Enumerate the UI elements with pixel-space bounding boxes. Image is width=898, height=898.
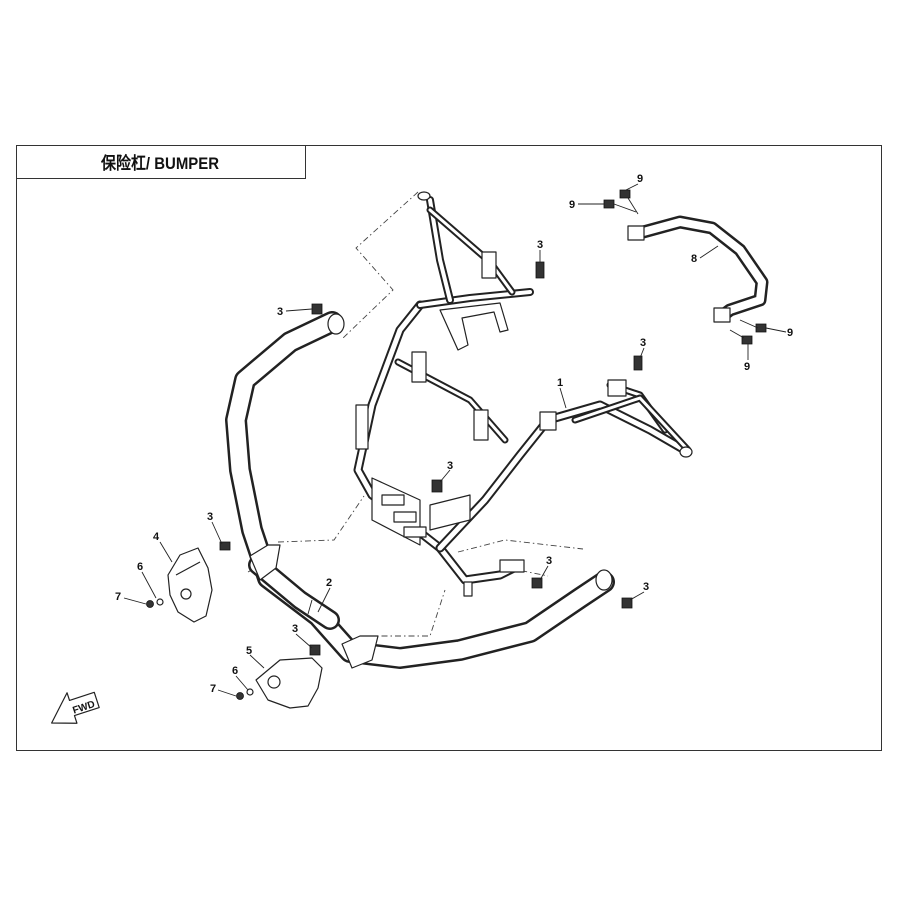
fwd-arrow-icon: FWD [51,691,100,724]
callout-9d: 9 [744,361,750,373]
callout-9c: 9 [787,327,793,339]
leader-lines [123,183,787,697]
callout-7b: 7 [210,683,216,695]
callout-3c: 3 [640,337,646,349]
callout-3e: 3 [207,511,213,523]
title-box: 保险杠/ BUMPER [16,145,306,179]
callout-3b: 3 [537,239,543,251]
part-4-side-guard [167,547,213,623]
part-1-frame-bumper [353,191,693,597]
callout-9b: 9 [637,173,643,185]
callout-5: 5 [246,645,252,657]
callout-2: 2 [326,577,332,589]
callout-6a: 6 [137,561,143,573]
callout-numbers: 1 2 3 3 3 3 3 3 3 3 4 5 6 6 7 7 8 9 9 9 … [115,173,793,695]
part-5-front-guard [255,657,323,709]
callout-3g: 3 [643,581,649,593]
callout-1: 1 [557,377,563,389]
page-title: 保险杠/ BUMPER [101,154,220,173]
callout-9a: 9 [569,199,575,211]
callout-3h: 3 [292,623,298,635]
callout-3f: 3 [546,555,552,567]
callout-7a: 7 [115,591,121,603]
callout-3d: 3 [447,460,453,472]
callout-3a: 3 [277,306,283,318]
callout-6b: 6 [232,665,238,677]
drawing-frame [16,145,882,751]
callout-8: 8 [691,253,697,265]
part-2-front-bumper [225,311,615,669]
alignment-lines [247,191,584,637]
part-8-rear-bumper [627,215,769,323]
fasteners [146,189,767,700]
callout-4: 4 [153,531,160,543]
